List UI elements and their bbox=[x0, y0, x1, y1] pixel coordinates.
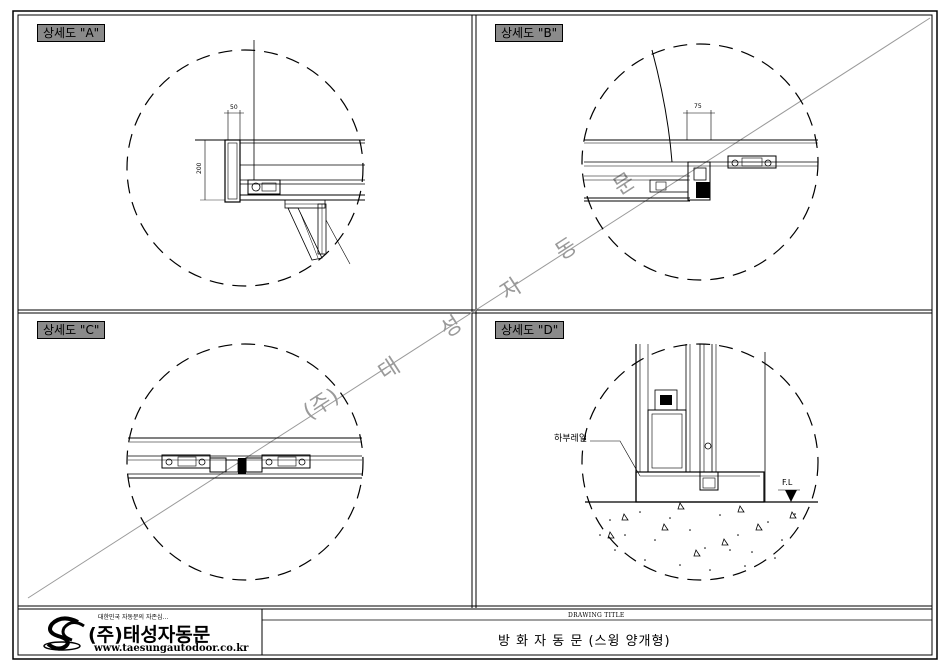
company-logo-icon bbox=[43, 616, 85, 651]
detail-d bbox=[581, 343, 819, 581]
watermark-char: 자 bbox=[496, 274, 527, 306]
watermark-char: 동 bbox=[551, 234, 582, 266]
watermark: (주)태성자동문 bbox=[299, 169, 640, 426]
company-tagline: 대한민국 자동문의 자존심... bbox=[98, 614, 169, 621]
detail-c bbox=[126, 343, 364, 581]
panel-label-a: 상세도 "A" bbox=[37, 24, 106, 42]
outer-frame bbox=[12, 10, 938, 660]
detail-a: 50 200 bbox=[126, 40, 365, 287]
drawing-title: 방 화 자 동 문 (스윙 양개형) bbox=[498, 634, 671, 649]
watermark-char: 문 bbox=[609, 169, 640, 201]
panel-label-c: 상세도 "C" bbox=[37, 321, 106, 339]
callout-bottom-rail: 하부레일 bbox=[554, 434, 588, 444]
concrete-hatch bbox=[599, 511, 796, 571]
dim-a-height: 200 bbox=[196, 162, 203, 174]
watermark-char: 성 bbox=[436, 312, 467, 344]
company-url: www.taesungautodoor.co.kr bbox=[94, 643, 249, 654]
panel-label-b: 상세도 "B" bbox=[495, 24, 564, 42]
inner-frame bbox=[17, 14, 933, 656]
callout-floor-level: F.L bbox=[782, 478, 793, 487]
dim-a-width: 50 bbox=[230, 104, 238, 111]
panel-label-d: 상세도 "D" bbox=[495, 321, 565, 339]
detail-c-circle bbox=[126, 343, 364, 581]
drawing-title-caption: DRAWING TITLE bbox=[568, 612, 625, 619]
company-name: (주)태성자동문 bbox=[88, 624, 211, 646]
detail-a-circle bbox=[126, 49, 364, 287]
aggregate-triangles bbox=[607, 502, 797, 557]
detail-b: 75 bbox=[581, 43, 819, 281]
floor-level-marker bbox=[785, 490, 797, 502]
watermark-line bbox=[27, 17, 931, 599]
dim-b-width: 75 bbox=[694, 103, 702, 110]
